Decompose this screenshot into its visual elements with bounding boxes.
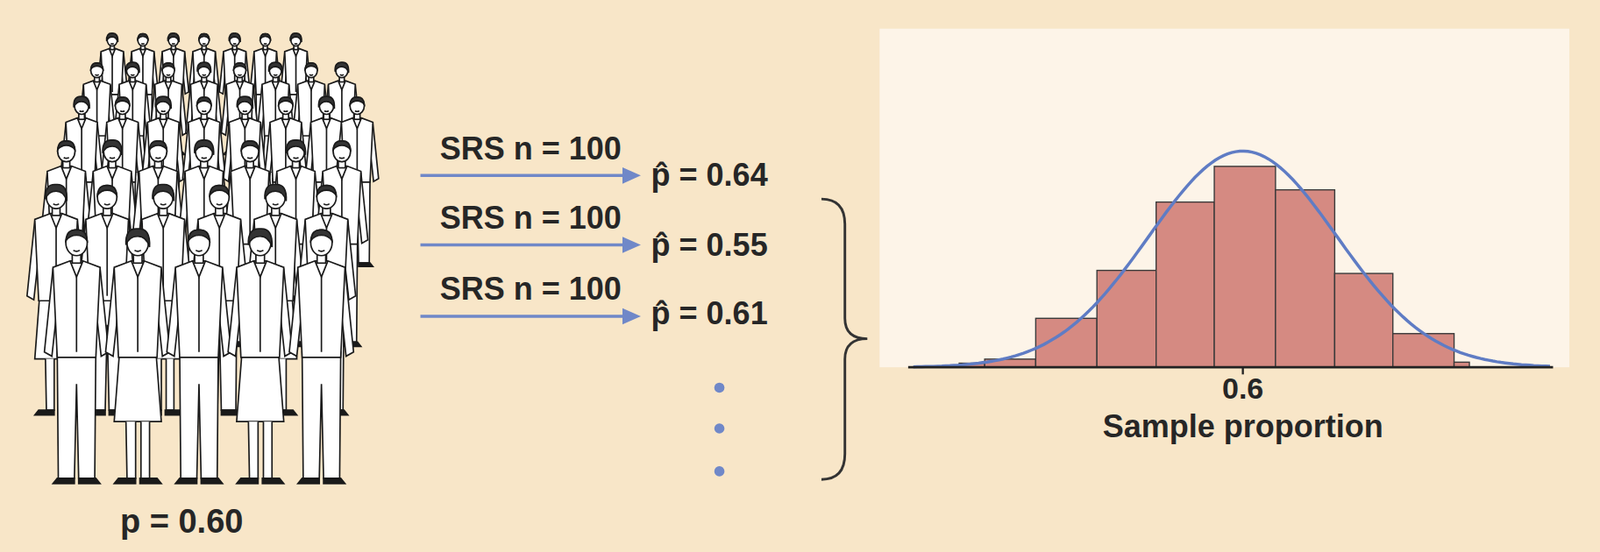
person-figure <box>44 229 109 484</box>
ellipsis-dots <box>714 383 726 477</box>
histogram-bar <box>1275 190 1336 369</box>
sample-label: SRS n = 100 <box>440 271 622 307</box>
histogram-bar <box>1156 202 1215 369</box>
axis-line <box>908 366 1554 370</box>
histogram-bar <box>1334 273 1393 368</box>
brace <box>821 199 868 480</box>
histogram-bar <box>1214 166 1276 368</box>
sample-proportion: p̂ = 0.55 <box>651 227 768 264</box>
crowd-illustration <box>27 33 379 484</box>
person-figure <box>227 228 292 484</box>
sampling-arrows <box>420 167 641 325</box>
axis-tick-label: 0.6 <box>1222 372 1264 406</box>
sample-label: SRS n = 100 <box>440 131 622 167</box>
sample-label: SRS n = 100 <box>440 200 622 236</box>
histogram-bar <box>1096 270 1157 369</box>
histogram-bars <box>959 166 1470 368</box>
sample-proportion: p̂ = 0.61 <box>651 296 768 332</box>
person-figure <box>105 228 170 484</box>
person-figure <box>289 229 354 484</box>
person-figure <box>166 229 231 484</box>
population-proportion: p = 0.60 <box>120 504 243 541</box>
histogram-bar <box>1393 334 1455 368</box>
histogram-panel <box>879 28 1570 368</box>
sample-proportion: p̂ = 0.64 <box>651 157 768 193</box>
axis-title: Sample proportion <box>1102 409 1384 445</box>
normal-curve <box>913 150 1551 367</box>
